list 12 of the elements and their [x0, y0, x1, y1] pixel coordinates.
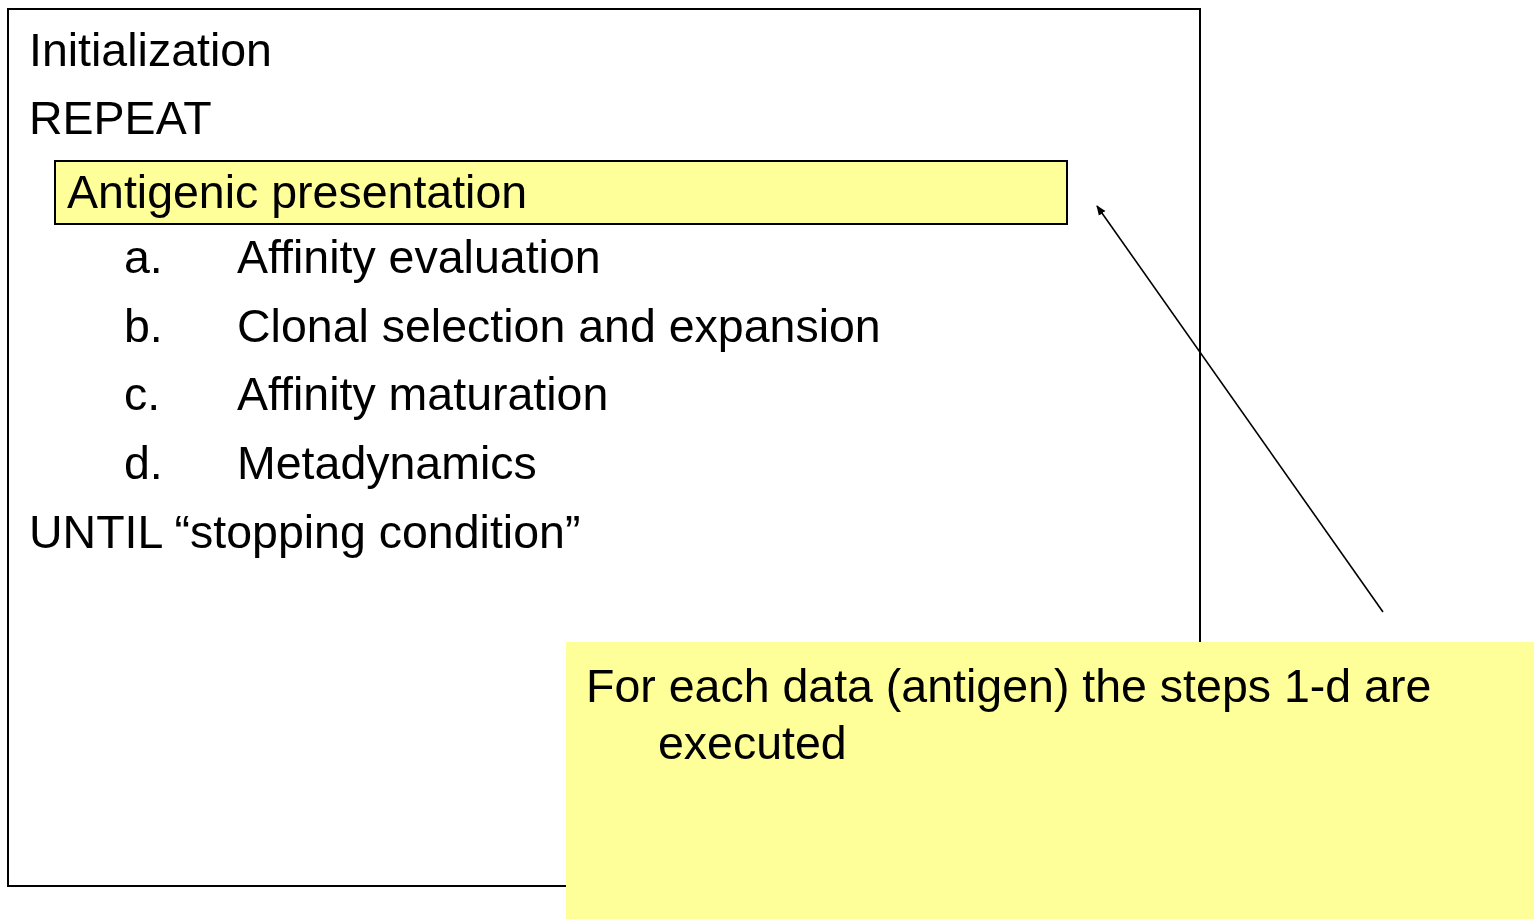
step-text: UNTIL “stopping condition”: [29, 506, 581, 558]
leader-arrow: [1096, 205, 1384, 613]
step-text: Initialization: [29, 24, 272, 76]
note-tooltip: [566, 642, 1534, 919]
list-item: c. Affinity maturation: [124, 368, 609, 420]
list-item: a. Affinity evaluation: [124, 231, 601, 283]
note-text: For each data (antigen) the steps 1-d are executed: [586, 659, 1433, 771]
step-text: Antigenic presentation: [67, 166, 528, 218]
step-text: REPEAT: [29, 92, 212, 144]
highlight-box: [54, 160, 1068, 225]
list-item: d. Metadynamics: [124, 437, 537, 489]
list-item: b. Clonal selection and expansion: [124, 300, 881, 352]
